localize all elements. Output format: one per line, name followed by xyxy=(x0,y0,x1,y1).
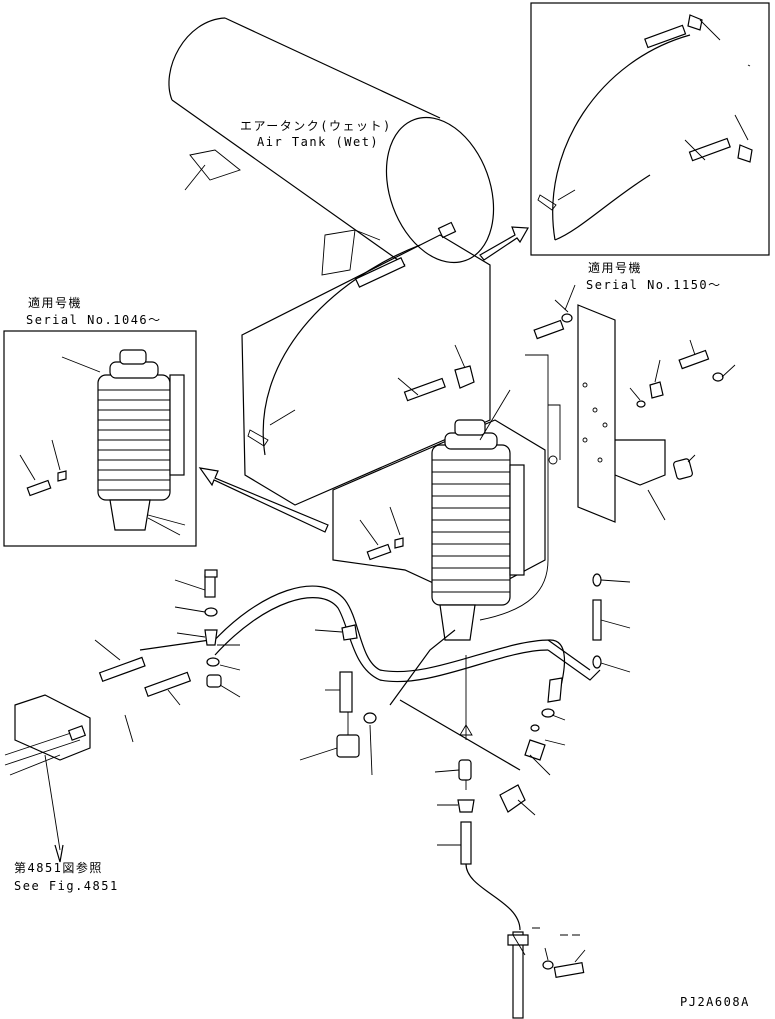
serial-left-label-en: Serial No.1046～ xyxy=(26,313,162,327)
serial-top-label-jp: 適用号機 xyxy=(588,260,642,275)
inset-left xyxy=(3,330,197,547)
air-tank-label-jp: エアータンク(ウェット) xyxy=(240,119,392,133)
hose-detail-box xyxy=(241,234,491,506)
mounting-plate xyxy=(479,284,736,621)
drawing-code: PJ2A608A xyxy=(680,995,750,1009)
see-fig-label-en: See Fig.4851 xyxy=(14,879,119,893)
inset-top-right xyxy=(530,2,770,256)
serial-top-label-en: Serial No.1150～ xyxy=(586,278,722,292)
main-dryer-unit xyxy=(332,389,546,641)
arrow-to-left-inset xyxy=(198,467,329,533)
serial-left-label-jp: 適用号機 xyxy=(28,295,82,310)
air-tank-label-en: Air Tank (Wet) xyxy=(257,135,379,149)
arrow-to-top-inset xyxy=(479,226,529,261)
drain-line xyxy=(434,655,586,1019)
see-fig-label-jp: 第4851図参照 xyxy=(14,860,103,875)
air-tank xyxy=(168,17,495,276)
piping xyxy=(94,569,631,816)
engine-block-ref xyxy=(4,694,91,863)
